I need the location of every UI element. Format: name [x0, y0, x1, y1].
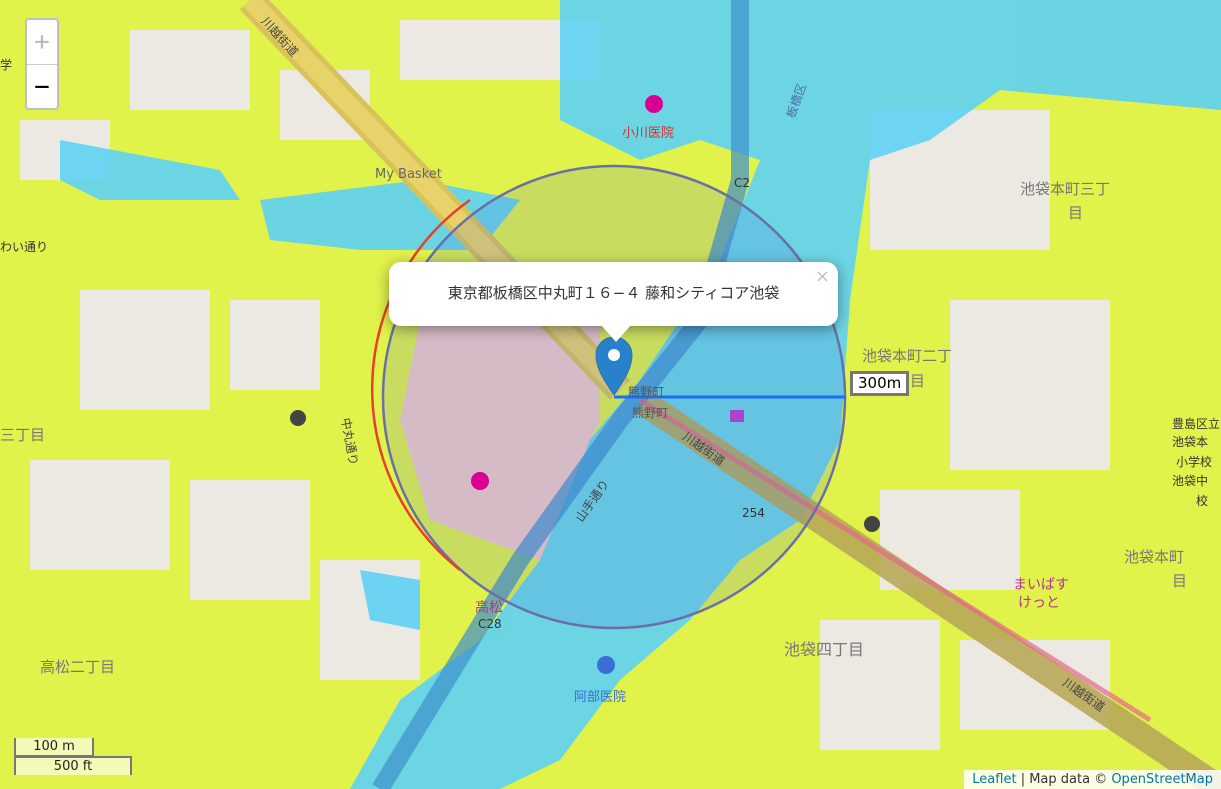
place-label: 池袋本町 [1124, 548, 1185, 566]
attribution-text: | Map data © [1016, 772, 1112, 787]
place-label: 豊島区立 [1172, 417, 1221, 431]
place-label: 目 [1172, 572, 1188, 590]
place-label: 三丁目 [0, 426, 46, 444]
place-label: 小川医院 [622, 126, 675, 141]
leaflet-link[interactable]: Leaflet [972, 772, 1017, 787]
place-label: 熊野町 [628, 385, 665, 399]
place-label: 阿部医院 [574, 690, 627, 705]
scale-imperial: 500 ft [14, 756, 132, 775]
hospital-icon [597, 656, 615, 674]
popup-tip [601, 325, 631, 342]
place-label: わい通り [0, 240, 49, 254]
radius-label: 300m [850, 371, 910, 396]
location-popup: 東京都板橋区中丸町１６−４ 藤和シティコア池袋 × [389, 262, 838, 342]
place-label: 目 [910, 372, 926, 390]
place-label: 小学校 [1176, 455, 1213, 469]
commercial-area [400, 300, 600, 560]
popup-close-button[interactable]: × [814, 266, 830, 287]
place-label: 熊野町 [632, 406, 669, 420]
popup-address: 東京都板橋区中丸町１６−４ 藤和シティコア池袋 [447, 284, 780, 302]
place-label: 校 [1196, 494, 1209, 508]
place-label: 学 [0, 58, 13, 72]
radius-arc-red [371, 198, 471, 571]
place-label: My Basket [375, 167, 442, 182]
building-blocks [20, 20, 1110, 750]
hospital-icon [471, 472, 489, 490]
shopping-icon [730, 410, 744, 422]
scale-bar: 100 m 500 ft [14, 738, 132, 775]
place-label: けっと [1018, 595, 1060, 611]
place-label: 池袋本 [1172, 435, 1209, 449]
compass-icon [864, 516, 880, 532]
attribution: Leaflet | Map data © OpenStreetMap [964, 770, 1221, 789]
zoom-in-button[interactable]: + [27, 20, 57, 65]
hospital-icon [645, 95, 663, 113]
zoom-control: + − [25, 18, 59, 110]
place-label: 高松 [475, 600, 503, 616]
place-label: まいばす [1013, 577, 1069, 593]
place-label: 池袋本町二丁 [862, 347, 953, 365]
place-label: C28 [478, 617, 502, 631]
osm-link[interactable]: OpenStreetMap [1111, 772, 1213, 787]
place-label: 高松二丁目 [40, 658, 116, 676]
place-label: 池袋本町三丁 [1020, 180, 1111, 198]
place-label: C2 [734, 176, 751, 190]
scale-metric: 100 m [14, 738, 94, 757]
place-label: 目 [1068, 204, 1084, 222]
compass-icon [290, 410, 306, 426]
place-label: 池袋四丁目 [784, 640, 865, 659]
zoom-out-button[interactable]: − [34, 72, 50, 102]
place-label: 254 [742, 506, 765, 520]
place-label: 池袋中 [1172, 474, 1209, 488]
